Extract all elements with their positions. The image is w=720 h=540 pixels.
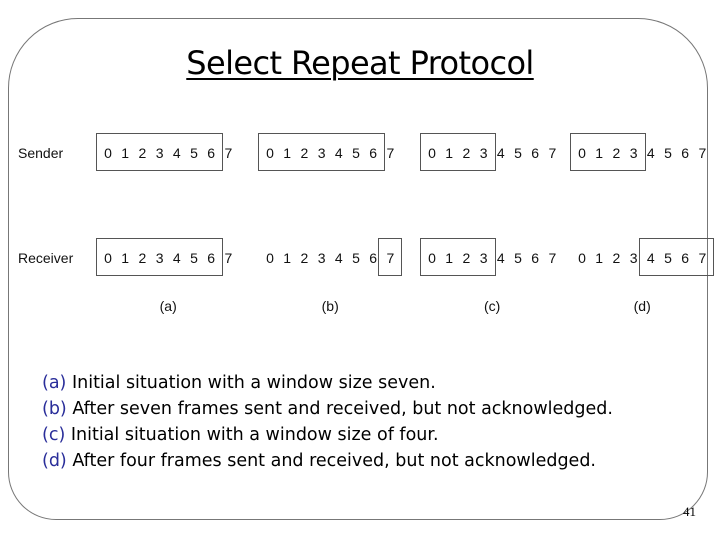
sequence-number-receiver-1-6: 6: [207, 250, 216, 266]
slide-frame: [8, 18, 708, 520]
sequence-number-sender-2-3: 3: [317, 145, 326, 161]
window-box-receiver-1: [96, 238, 224, 276]
panel-label-4: (d): [633, 298, 651, 314]
sequence-number-receiver-2-4: 4: [334, 250, 343, 266]
sequence-number-receiver-3-5: 5: [514, 250, 522, 266]
sequence-number-receiver-1-7: 7: [224, 250, 233, 266]
row-label-receiver: Receiver: [18, 250, 74, 266]
sequence-number-receiver-3-6: 6: [531, 250, 540, 266]
sequence-number-receiver-4-3: 3: [629, 250, 638, 266]
panel-label-2: (b): [321, 298, 339, 314]
sequence-number-sender-2-6: 6: [369, 145, 378, 161]
sequence-number-receiver-4-1: 1: [595, 250, 604, 266]
sequence-number-sender-2-4: 4: [334, 145, 343, 161]
sequence-number-receiver-3-2: 2: [462, 250, 471, 266]
caption-b: (b) After seven frames sent and received…: [42, 399, 613, 419]
sequence-number-sender-1-1: 1: [121, 145, 130, 161]
caption-d: (d) After four frames sent and received,…: [42, 451, 596, 471]
sequence-number-sender-2-5: 5: [352, 145, 360, 161]
sequence-number-receiver-1-1: 1: [121, 250, 130, 266]
sequence-number-receiver-3-1: 1: [445, 250, 454, 266]
window-box-receiver-4: [638, 238, 715, 276]
sequence-number-receiver-3-0: 0: [428, 250, 436, 266]
window-box-sender-3: [420, 133, 496, 171]
sequence-number-receiver-3-3: 3: [479, 250, 488, 266]
sequence-number-receiver-1-0: 0: [104, 250, 112, 266]
sequence-number-receiver-3-4: 4: [496, 250, 505, 266]
window-box-sender-1: [96, 133, 224, 171]
sequence-number-sender-1-4: 4: [172, 145, 181, 161]
sequence-number-receiver-1-2: 2: [138, 250, 147, 266]
caption-a: (a) Initial situation with a window size…: [42, 373, 436, 393]
window-box-sender-2: [258, 133, 386, 171]
panel-label-1: (a): [159, 298, 177, 314]
slide-title: Select Repeat Protocol: [186, 44, 534, 82]
sequence-number-sender-3-4: 4: [496, 145, 505, 161]
sequence-number-receiver-1-5: 5: [190, 250, 198, 266]
sequence-number-sender-4-1: 1: [595, 145, 604, 161]
sequence-number-receiver-1-3: 3: [155, 250, 164, 266]
sequence-number-receiver-2-1: 1: [283, 250, 292, 266]
sequence-number-sender-2-2: 2: [300, 145, 309, 161]
caption-c: (c) Initial situation with a window size…: [42, 425, 439, 445]
sequence-number-receiver-4-7: 7: [698, 250, 707, 266]
page-number: 41: [683, 504, 696, 519]
sequence-number-sender-1-2: 2: [138, 145, 147, 161]
sequence-number-receiver-2-2: 2: [300, 250, 309, 266]
sequence-number-sender-3-7: 7: [548, 145, 557, 161]
sequence-number-sender-1-0: 0: [104, 145, 112, 161]
sequence-number-sender-4-4: 4: [646, 145, 655, 161]
sequence-number-receiver-1-4: 4: [172, 250, 181, 266]
sequence-number-sender-3-1: 1: [445, 145, 454, 161]
sequence-number-sender-1-7: 7: [224, 145, 233, 161]
sequence-number-receiver-2-6: 6: [369, 250, 378, 266]
sequence-number-receiver-3-7: 7: [548, 250, 557, 266]
sequence-number-receiver-4-4: 4: [646, 250, 655, 266]
sequence-number-sender-4-0: 0: [578, 145, 586, 161]
sequence-number-sender-2-1: 1: [283, 145, 292, 161]
sequence-number-sender-2-0: 0: [266, 145, 274, 161]
sequence-number-sender-4-5: 5: [664, 145, 672, 161]
sequence-number-sender-1-3: 3: [155, 145, 164, 161]
sequence-number-sender-1-5: 5: [190, 145, 198, 161]
sequence-number-receiver-2-3: 3: [317, 250, 326, 266]
sequence-number-sender-3-6: 6: [531, 145, 540, 161]
sequence-number-sender-4-7: 7: [698, 145, 707, 161]
sequence-number-sender-2-7: 7: [386, 145, 395, 161]
sequence-number-receiver-4-5: 5: [664, 250, 672, 266]
sequence-number-sender-3-0: 0: [428, 145, 436, 161]
sequence-number-sender-4-2: 2: [612, 145, 621, 161]
window-box-receiver-2: [378, 238, 403, 276]
caption-list: (a) Initial situation with a window size…: [42, 370, 613, 474]
sequence-number-sender-1-6: 6: [207, 145, 216, 161]
window-box-receiver-3: [420, 238, 496, 276]
sequence-number-sender-4-3: 3: [629, 145, 638, 161]
sequence-number-sender-3-2: 2: [462, 145, 471, 161]
sequence-number-sender-3-3: 3: [479, 145, 488, 161]
sequence-number-sender-3-5: 5: [514, 145, 522, 161]
sequence-number-sender-4-6: 6: [681, 145, 690, 161]
sequence-number-receiver-4-6: 6: [681, 250, 690, 266]
sequence-number-receiver-2-7: 7: [386, 250, 395, 266]
row-label-sender: Sender: [18, 145, 64, 161]
sequence-number-receiver-2-5: 5: [352, 250, 360, 266]
sequence-number-receiver-4-0: 0: [578, 250, 586, 266]
panel-label-3: (c): [484, 298, 501, 314]
sequence-number-receiver-4-2: 2: [612, 250, 621, 266]
sequence-number-receiver-2-0: 0: [266, 250, 274, 266]
window-box-sender-4: [570, 133, 646, 171]
